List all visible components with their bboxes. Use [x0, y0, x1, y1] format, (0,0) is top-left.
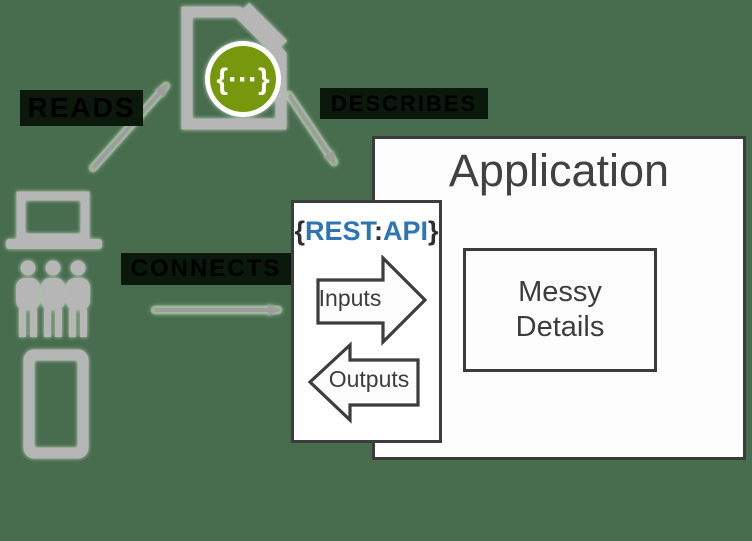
- colon-text: :: [374, 216, 383, 246]
- reads-label: READS: [20, 90, 143, 126]
- messy-details-box: Messy Details: [463, 248, 657, 372]
- describes-label: DESCRIBES: [320, 88, 488, 119]
- open-brace-text: {: [294, 216, 305, 246]
- outputs-label: Outputs: [328, 366, 410, 392]
- api-text: API: [383, 216, 429, 246]
- messy-details-line1: Messy: [518, 276, 602, 308]
- close-brace-text: }: [428, 216, 439, 246]
- connects-label: CONNECTS: [121, 253, 291, 285]
- describes-arrow: [287, 93, 336, 165]
- inputs-label: Inputs: [318, 285, 382, 311]
- inputs-arrow-shape: [316, 255, 428, 346]
- rest-api-title: {REST:API}: [294, 216, 439, 247]
- rest-text: REST: [304, 216, 374, 246]
- laptop-icon: [6, 191, 102, 249]
- swagger-circle: [210, 46, 276, 112]
- outputs-arrow-shape: [307, 341, 420, 424]
- application-title: Application: [448, 145, 670, 196]
- reads-arrow: [91, 83, 168, 170]
- messy-details-line2: Details: [515, 311, 605, 343]
- phone-icon: [23, 349, 89, 459]
- users-icon: [16, 260, 90, 337]
- document-outline: [181, 6, 287, 130]
- rest-api-panel: {REST:API} Inputs Outputs: [291, 200, 442, 443]
- document-fold: [242, 3, 288, 48]
- swagger-braces-text: {···}: [216, 63, 270, 96]
- api-document-icon: {···}: [181, 3, 288, 130]
